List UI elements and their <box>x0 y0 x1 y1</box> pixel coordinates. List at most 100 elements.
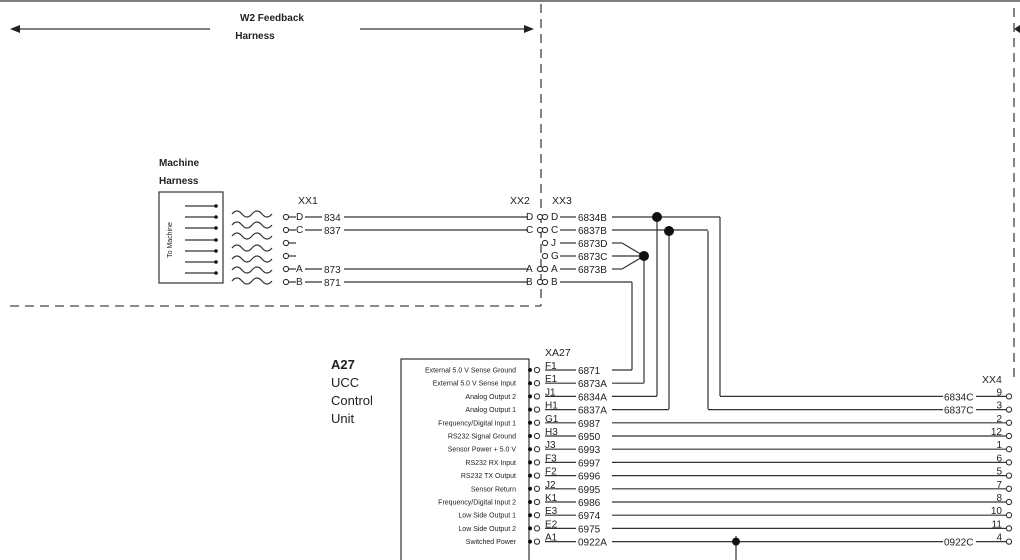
a27-pin-dot <box>528 407 532 412</box>
xa27-pin <box>533 512 541 519</box>
xx1-pin-letter: D <box>296 212 303 223</box>
arrow-right-edge-icon <box>1014 25 1020 33</box>
xx3-pin-letter: G <box>551 251 559 262</box>
xa27-wire-number: 6986 <box>578 498 601 509</box>
xx3-pin-letter: C <box>551 225 558 236</box>
xa27-wire-number: 0922A <box>578 538 607 549</box>
xx2-pin <box>536 226 544 234</box>
xx3-pin <box>541 213 549 221</box>
a27-ref: A27 <box>331 357 355 372</box>
xx3-pin-letter: D <box>551 212 558 223</box>
break-symbol <box>251 221 273 229</box>
xx4-pin <box>1005 538 1013 545</box>
splice-6873 <box>639 251 649 261</box>
xx4-pin-number: 2 <box>996 414 1002 425</box>
break-symbol <box>231 221 253 229</box>
xa27-pin-letter: G1 <box>545 414 559 425</box>
xx4-pin <box>1005 432 1013 440</box>
machine-harness-pin <box>214 271 218 275</box>
xa27-pin-letter: F1 <box>545 361 557 372</box>
xx3-wire-number: 6834B <box>578 213 607 224</box>
xx1-pin <box>282 265 290 273</box>
xx4-pin-number: 3 <box>996 401 1002 412</box>
a27-pin-dot <box>528 434 532 438</box>
xx3-wire-number: 6873B <box>578 265 607 276</box>
to-machine-label: To Machine <box>167 222 174 258</box>
a27-pin-dot <box>528 394 532 399</box>
machine-harness-pin <box>214 260 218 264</box>
xx4-pin <box>1005 406 1013 413</box>
a27-line2: Control <box>331 393 373 408</box>
xx1-label: XX1 <box>298 195 318 207</box>
xx4-pin-number: 7 <box>996 480 1002 491</box>
machine-harness-pin <box>214 226 218 230</box>
xx3-wire-number: 6873D <box>578 239 607 250</box>
xx4-pin <box>1005 393 1013 400</box>
xx1-wire-number: 871 <box>324 278 341 289</box>
splice-6834 <box>652 212 662 222</box>
a27-pin-dot <box>528 486 532 491</box>
a27-pin-label: Low Side Output 1 <box>458 513 516 520</box>
break-symbol <box>251 277 273 285</box>
machine-harness-title-line1: Machine <box>159 158 199 169</box>
xx3-label: XX3 <box>552 195 572 207</box>
xx4-wire-number: 0922C <box>944 538 973 549</box>
a27-pin-dot <box>528 447 532 452</box>
xx3-pin-letter: A <box>551 264 558 275</box>
xx1-pin-letter: A <box>296 264 303 275</box>
break-symbol <box>231 255 253 263</box>
xx2-pin-letter: A <box>526 264 533 275</box>
xa27-pin <box>533 432 541 440</box>
xx2-pin <box>536 278 544 286</box>
xa27-pin-letter: E2 <box>545 519 558 530</box>
machine-harness-pin <box>214 204 218 208</box>
xa27-wire-number: 6975 <box>578 524 601 535</box>
xx3-wire-number: 6837B <box>578 226 607 237</box>
xx1-wire-number: 873 <box>324 265 341 276</box>
xx4-pin <box>1005 485 1013 492</box>
arrow-left-icon <box>10 25 20 33</box>
break-symbol <box>231 210 253 218</box>
a27-pin-label: RS232 RX Input <box>465 460 516 467</box>
xx4-wire-number: 6834C <box>944 392 973 403</box>
a27-pin-label: Frequency/Digital Input 1 <box>438 420 516 427</box>
a27-pin-label: Analog Output 1 <box>465 407 516 414</box>
xa27-wire-number: 6871 <box>578 366 601 377</box>
xx1-pin <box>282 252 290 260</box>
xx4-pin-number: 4 <box>996 533 1002 544</box>
xx1-pin <box>282 239 290 247</box>
a27-pin-dot <box>528 381 532 386</box>
a27-pin-label: RS232 TX Output <box>461 473 516 480</box>
xa27-wire-number: 6997 <box>578 458 601 469</box>
xa27-wire-number: 6873A <box>578 379 607 390</box>
break-symbol <box>231 244 253 252</box>
xx2-label: XX2 <box>510 195 530 207</box>
xx4-pin-number: 6 <box>996 453 1002 464</box>
xx4-pin-number: 5 <box>996 467 1002 478</box>
xx1-pin <box>282 213 290 221</box>
a27-pin-label: Low Side Output 2 <box>458 526 516 533</box>
xx2-pin-letter: C <box>526 225 533 236</box>
break-symbol <box>251 210 273 218</box>
xx4-pin <box>1005 459 1013 466</box>
xa27-pin-letter: H1 <box>545 401 558 412</box>
xa27-pin-letter: A1 <box>545 533 558 544</box>
xx1-pin-letter: B <box>296 277 303 288</box>
xa27-pin <box>533 380 541 387</box>
xa27-wire-number: 6950 <box>578 432 601 443</box>
a27-pin-label: Switched Power <box>466 539 517 546</box>
xx2-pin-letter: D <box>526 212 533 223</box>
xx2-pin-letter: B <box>526 277 533 288</box>
feedback-harness-title-line2: Harness <box>235 31 275 42</box>
xa27-wire-number: 6987 <box>578 419 601 430</box>
a27-pin-dot <box>528 460 532 465</box>
xx4-pin-number: 11 <box>992 519 1003 530</box>
xx1-wire-number: 837 <box>324 226 341 237</box>
xa27-wire-number: 6996 <box>578 472 601 483</box>
xx4-pin-number: 9 <box>996 387 1002 398</box>
xx4-pin <box>1005 525 1013 532</box>
xa27-pin <box>533 393 541 400</box>
xx2-pin <box>536 265 544 273</box>
a27-pin-dot <box>528 526 532 531</box>
